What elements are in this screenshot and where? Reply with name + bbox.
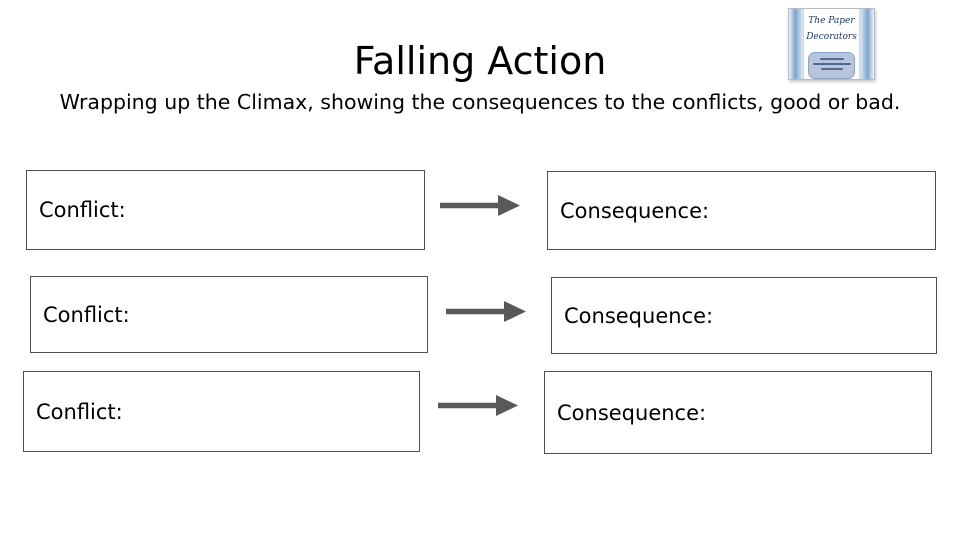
consequence-label: Consequence: [560, 198, 710, 223]
conflict-label: Conflict: [36, 399, 123, 424]
consequence-label: Consequence: [557, 400, 707, 425]
logo-left-pillar [789, 9, 804, 79]
paper-decorators-logo: The Paper Decorators [788, 8, 875, 80]
logo-fine-print-line [819, 58, 844, 60]
slide-title: Falling Action [353, 39, 607, 83]
logo-wordmark: The Paper Decorators [805, 13, 858, 45]
logo-fine-print-plate [808, 52, 855, 79]
consequence-box-3[interactable]: Consequence: [544, 371, 932, 454]
logo-right-pillar [859, 9, 874, 79]
slide-subtitle: Wrapping up the Climax, showing the cons… [59, 90, 901, 114]
logo-wordmark-line2: Decorators [806, 32, 857, 43]
conflict-box-2[interactable]: Conflict: [30, 276, 428, 353]
conflict-box-3[interactable]: Conflict: [23, 371, 420, 452]
conflict-label: Conflict: [43, 302, 130, 327]
conflict-label: Conflict: [39, 198, 126, 222]
right-arrow-icon [446, 301, 526, 322]
logo-wordmark-line1: The Paper [808, 16, 855, 26]
consequence-box-2[interactable]: Consequence: [551, 277, 937, 354]
consequence-label: Consequence: [564, 303, 714, 328]
consequence-box-1[interactable]: Consequence: [547, 171, 936, 250]
logo-fine-print-line [820, 68, 843, 70]
conflict-box-1[interactable]: Conflict: [26, 170, 425, 250]
right-arrow-icon [440, 195, 520, 216]
logo-fine-print-line [812, 63, 851, 65]
right-arrow-icon [438, 395, 518, 416]
